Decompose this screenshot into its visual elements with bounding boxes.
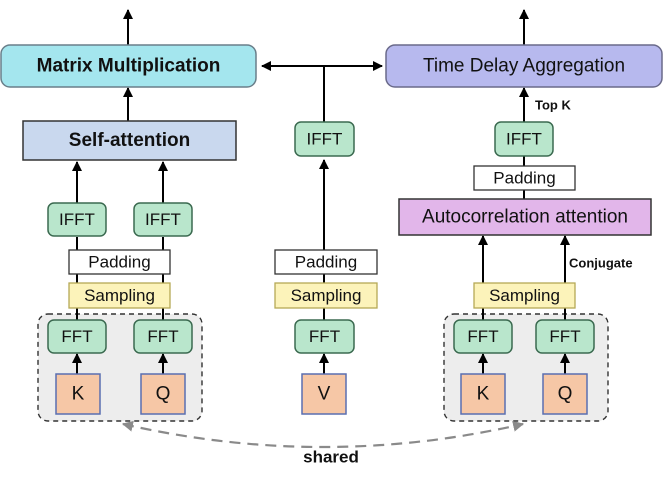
edges	[72, 9, 570, 374]
conjugate-label: Conjugate	[569, 256, 633, 271]
right-fft-a-label: FFT	[467, 327, 498, 346]
left-fft-a-label: FFT	[61, 327, 92, 346]
matrix-multiplication-box: Matrix Multiplication	[0, 44, 257, 88]
right-fft-b-box: FFT	[535, 319, 595, 354]
right-padding-label: Padding	[493, 169, 555, 188]
middle-padding-box: Padding	[274, 249, 378, 275]
left-ifft-b-label: IFFT	[145, 210, 181, 229]
left-sampling-label: Sampling	[84, 286, 155, 305]
left-q-box: Q	[140, 373, 186, 415]
shared-arrow	[121, 420, 525, 449]
left-q-label: Q	[156, 384, 171, 405]
left-ifft-b-box: IFFT	[133, 202, 193, 237]
left-ifft-a-box: IFFT	[47, 202, 107, 237]
self-attention-label: Self-attention	[69, 130, 190, 151]
left-padding-box: Padding	[68, 249, 171, 275]
right-q-label: Q	[558, 384, 573, 405]
right-sampling-box: Sampling	[473, 282, 576, 309]
right-fft-a-box: FFT	[453, 319, 513, 354]
right-k-label: K	[477, 384, 490, 405]
middle-padding-label: Padding	[295, 253, 357, 272]
right-fft-b-label: FFT	[549, 327, 580, 346]
left-k-box: K	[55, 373, 101, 415]
middle-sampling-box: Sampling	[274, 282, 378, 309]
top-k-label: Top K	[535, 98, 571, 113]
middle-ifft-label: IFFT	[307, 130, 343, 149]
right-ifft-box: IFFT	[494, 121, 554, 157]
right-padding-box: Padding	[473, 165, 576, 191]
middle-fft-label: FFT	[309, 327, 340, 346]
middle-sampling-label: Sampling	[291, 286, 362, 305]
middle-ifft-box: IFFT	[294, 121, 355, 157]
right-k-box: K	[460, 373, 506, 415]
left-sampling-box: Sampling	[68, 282, 171, 309]
left-fft-b-label: FFT	[147, 327, 178, 346]
left-fft-a-box: FFT	[47, 319, 107, 354]
left-ifft-a-label: IFFT	[59, 210, 95, 229]
middle-fft-box: FFT	[294, 319, 355, 354]
time-delay-aggregation-label: Time Delay Aggregation	[423, 56, 625, 77]
middle-v-label: V	[318, 384, 331, 405]
shared-label: shared	[303, 448, 359, 467]
right-ifft-label: IFFT	[506, 130, 542, 149]
autocorrelation-attention-label: Autocorrelation attention	[422, 207, 628, 228]
time-delay-aggregation-box: Time Delay Aggregation	[385, 44, 663, 88]
left-k-label: K	[72, 384, 85, 405]
left-padding-label: Padding	[88, 253, 150, 272]
left-fft-b-box: FFT	[133, 319, 193, 354]
right-sampling-label: Sampling	[489, 286, 560, 305]
middle-v-box: V	[301, 373, 347, 415]
right-q-box: Q	[542, 373, 588, 415]
autocorrelation-attention-box: Autocorrelation attention	[398, 198, 652, 236]
self-attention-box: Self-attention	[22, 120, 237, 161]
matrix-multiplication-label: Matrix Multiplication	[37, 56, 221, 77]
